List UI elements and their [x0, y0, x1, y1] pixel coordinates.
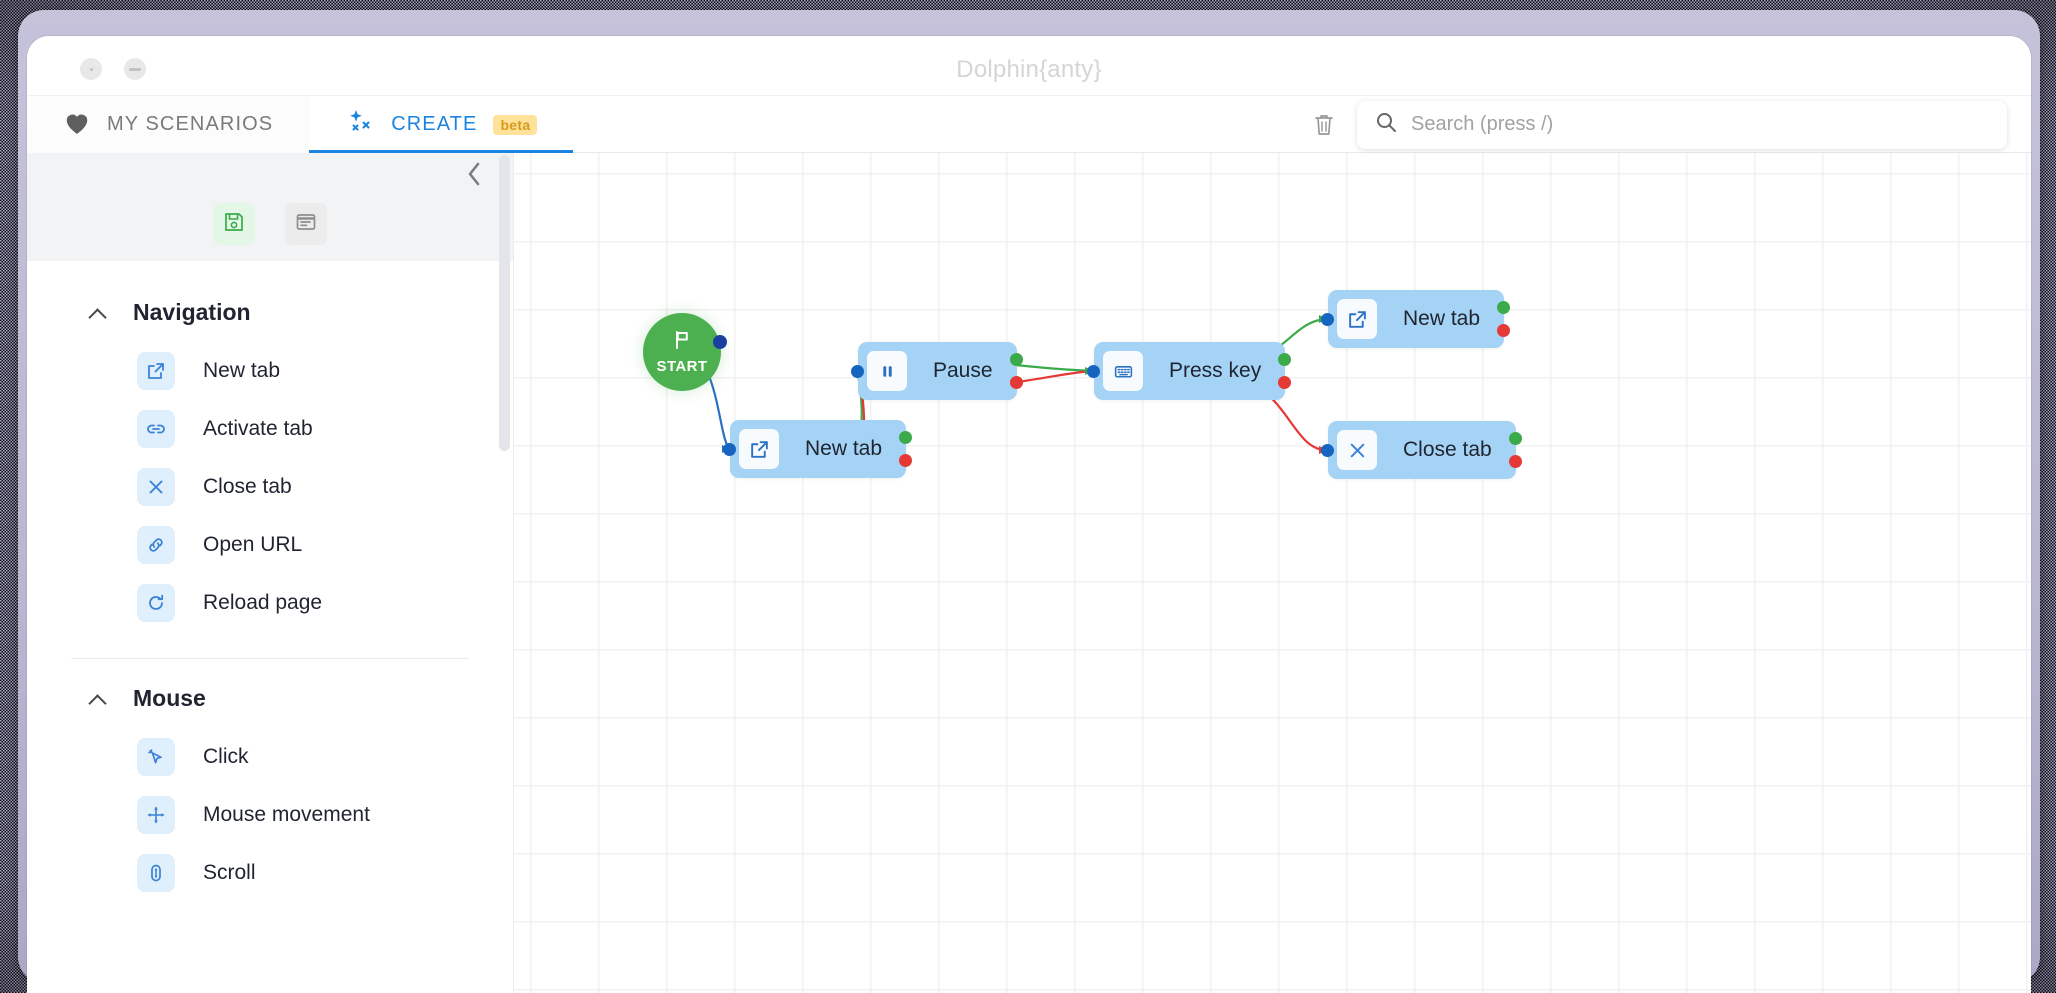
node-error-port[interactable] — [899, 454, 913, 467]
window-minimize-button[interactable] — [124, 58, 146, 80]
sidebar-item-open-url[interactable]: Open URL — [27, 516, 513, 574]
flow-edges — [686, 315, 1328, 466]
note-document-icon — [295, 211, 317, 238]
beta-badge: beta — [493, 114, 538, 135]
sidebar-item-scroll-label: Scroll — [203, 861, 256, 884]
node-new-tab-2[interactable]: New tab — [1321, 290, 1511, 348]
top-tools — [1309, 96, 2007, 153]
chevron-left-icon[interactable] — [459, 159, 489, 189]
sidebar-item-mouse-movement[interactable]: Mouse movement — [27, 786, 513, 844]
node-new-tab-1-label: New tab — [805, 437, 883, 460]
sidebar-item-click[interactable]: Click — [27, 728, 513, 786]
start-node[interactable]: START — [643, 313, 727, 391]
tab-my-scenarios[interactable]: MY SCENARIOS — [27, 96, 310, 153]
move-arrows-icon — [137, 796, 175, 834]
flag-icon — [671, 329, 693, 356]
app-window: Dolphin{anty} MY SCENARIOS — [27, 36, 2031, 993]
flow-canvas[interactable]: START New tab — [514, 153, 2031, 993]
sidebar-item-scroll[interactable]: Scroll — [27, 844, 513, 902]
sidebar-header — [27, 153, 513, 261]
titlebar: Dolphin{anty} — [27, 36, 2031, 96]
node-error-port[interactable] — [1497, 324, 1511, 337]
tab-my-scenarios-label: MY SCENARIOS — [107, 113, 274, 135]
node-error-port[interactable] — [1508, 455, 1522, 468]
body-area: Navigation New tab — [27, 153, 2031, 993]
node-error-port[interactable] — [1009, 376, 1023, 389]
refresh-icon — [137, 584, 175, 622]
node-success-port[interactable] — [1508, 432, 1522, 445]
x-icon — [137, 468, 175, 506]
save-scenario-button[interactable] — [213, 203, 255, 245]
trash-icon[interactable] — [1309, 110, 1339, 140]
node-input-port[interactable] — [851, 364, 864, 378]
sidebar-item-click-label: Click — [203, 745, 249, 768]
tab-create[interactable]: CREATE beta — [309, 96, 574, 153]
external-link-icon — [739, 429, 779, 469]
sidebar-group-mouse-label: Mouse — [133, 685, 206, 711]
node-input-port[interactable] — [723, 442, 736, 456]
sidebar-group-navigation-label: Navigation — [133, 299, 251, 325]
sidebar-item-mouse-movement-label: Mouse movement — [203, 803, 370, 826]
node-input-port[interactable] — [1087, 364, 1100, 378]
sidebar-item-new-tab[interactable]: New tab — [27, 342, 513, 400]
node-input-port[interactable] — [1321, 312, 1334, 326]
sidebar-scrollbar-thumb[interactable] — [499, 155, 510, 451]
node-success-port[interactable] — [1497, 301, 1511, 314]
topbar: MY SCENARIOS CREATE beta — [27, 96, 2031, 153]
node-new-tab-1[interactable]: New tab — [723, 420, 913, 478]
node-success-port[interactable] — [899, 431, 913, 444]
node-pause[interactable]: Pause — [851, 342, 1023, 400]
sidebar-item-reload-page[interactable]: Reload page — [27, 574, 513, 632]
note-button[interactable] — [285, 203, 327, 245]
keyboard-icon — [1103, 351, 1143, 391]
search-box[interactable] — [1357, 100, 2007, 149]
sidebar: Navigation New tab — [27, 153, 514, 993]
start-node-label: START — [656, 358, 708, 375]
sidebar-actions — [27, 203, 513, 245]
node-pause-label: Pause — [933, 359, 993, 382]
external-link-icon — [137, 352, 175, 390]
node-new-tab-2-label: New tab — [1403, 307, 1481, 330]
node-success-port[interactable] — [1278, 353, 1292, 366]
node-close-tab-label: Close tab — [1403, 438, 1492, 461]
link-horizontal-icon — [137, 410, 175, 448]
sidebar-item-close-tab-label: Close tab — [203, 475, 292, 498]
sidebar-divider — [71, 658, 469, 659]
save-disk-icon — [223, 211, 245, 238]
sidebar-item-reload-page-label: Reload page — [203, 591, 323, 614]
sidebar-scroll-area[interactable]: Navigation New tab — [27, 261, 513, 993]
tab-create-label: CREATE — [391, 113, 478, 135]
chevron-up-icon — [89, 308, 105, 318]
node-success-port[interactable] — [1009, 353, 1023, 366]
external-link-icon — [1337, 299, 1377, 339]
sidebar-item-open-url-label: Open URL — [203, 533, 303, 556]
node-press-key[interactable]: Press key — [1087, 342, 1292, 400]
start-output-port[interactable] — [713, 335, 727, 349]
chain-link-icon — [137, 526, 175, 564]
search-input[interactable] — [1411, 113, 1989, 136]
sidebar-item-close-tab[interactable]: Close tab — [27, 458, 513, 516]
sidebar-item-new-tab-label: New tab — [203, 359, 281, 382]
tab-bar: MY SCENARIOS CREATE beta — [27, 96, 574, 153]
sidebar-item-activate-tab-label: Activate tab — [203, 417, 313, 440]
search-icon — [1375, 111, 1397, 138]
window-close-button[interactable] — [80, 58, 102, 80]
heart-icon — [63, 110, 91, 140]
scroll-updown-icon — [137, 854, 175, 892]
sidebar-item-activate-tab[interactable]: Activate tab — [27, 400, 513, 458]
sidebar-group-navigation[interactable]: Navigation — [27, 283, 513, 342]
pause-icon — [867, 351, 907, 391]
node-press-key-label: Press key — [1169, 359, 1262, 382]
node-close-tab[interactable]: Close tab — [1321, 421, 1522, 479]
sparkle-x-icon — [345, 108, 375, 141]
x-icon — [1337, 430, 1377, 470]
window-title: Dolphin{anty} — [956, 56, 1102, 83]
sidebar-group-mouse[interactable]: Mouse — [27, 669, 513, 728]
cursor-click-icon — [137, 738, 175, 776]
chevron-up-icon — [89, 694, 105, 704]
node-error-port[interactable] — [1278, 376, 1292, 389]
node-input-port[interactable] — [1321, 443, 1334, 457]
